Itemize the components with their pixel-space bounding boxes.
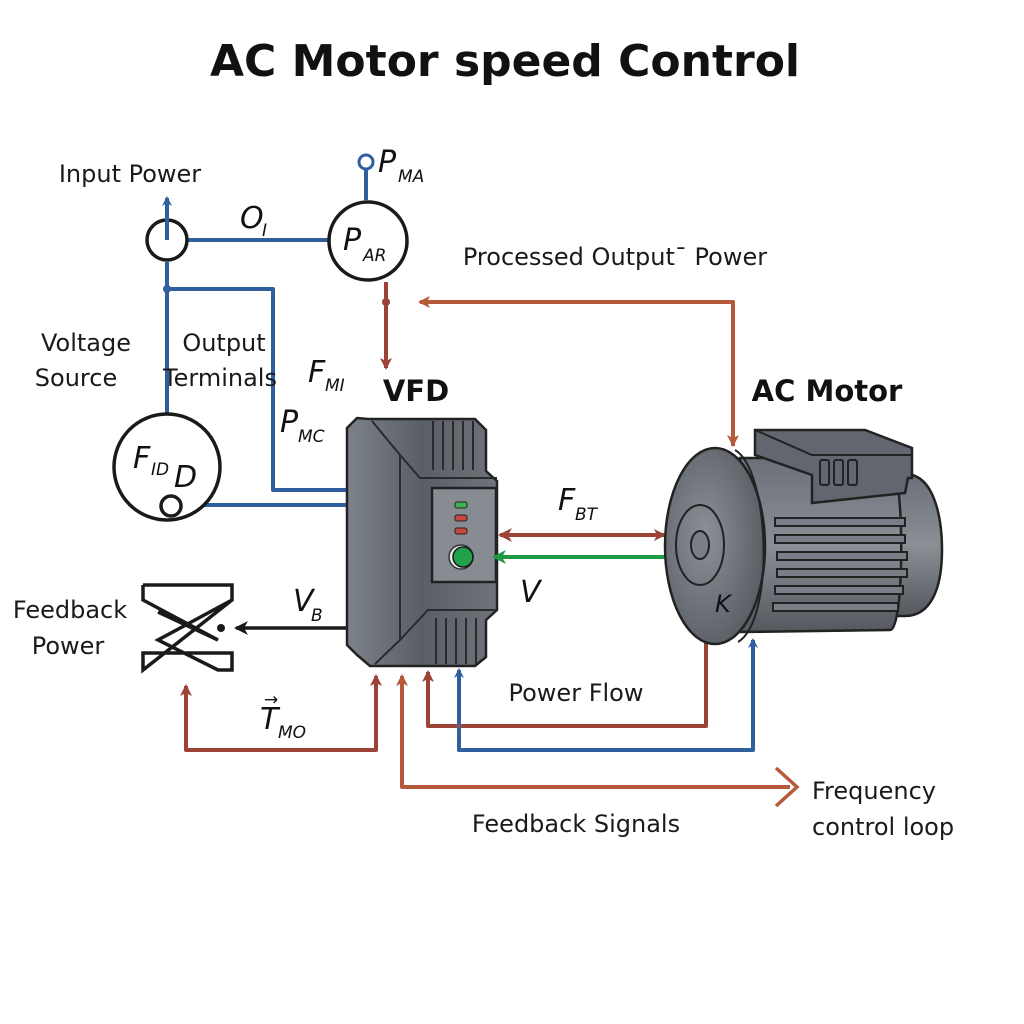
- frequency-loop-chevron: [774, 766, 800, 808]
- symbol-main: T: [260, 702, 281, 737]
- symbol-f-bt: F BT: [558, 483, 599, 525]
- symbol-sub: BT: [575, 505, 599, 525]
- frequency-loop-label-line1: Frequency: [812, 777, 936, 805]
- symbol-sub: ID: [151, 460, 169, 480]
- symbol-k: K: [715, 590, 733, 618]
- symbol-sub: B: [311, 606, 323, 626]
- symbol-sub: MI: [325, 376, 345, 396]
- symbol-main: F: [558, 483, 576, 518]
- motor-shaft-housing: [675, 504, 725, 586]
- vfd-led-red: [454, 514, 468, 522]
- vfd-led-red: [454, 527, 468, 535]
- output-terminals-line: [167, 287, 380, 495]
- symbol-main: P: [343, 223, 362, 258]
- symbol-f-id: F ID D: [133, 441, 197, 495]
- hourglass-outline: [141, 583, 234, 674]
- terminal-box-edge: [754, 429, 912, 456]
- vfd-body: [345, 416, 499, 668]
- symbol-p-ar: P AR: [343, 223, 386, 266]
- vfd-start-button[interactable]: [452, 546, 474, 568]
- motor-cooling-fins: [772, 517, 908, 612]
- voltage-source-label-line1: Voltage: [41, 329, 131, 357]
- symbol-v-b: V B: [293, 584, 323, 626]
- symbol-sub: MA: [398, 167, 424, 187]
- vfd-label: VFD: [383, 374, 449, 408]
- motor-shaft: [690, 530, 710, 560]
- power-flow-label: Power Flow: [509, 679, 644, 707]
- symbol-main: V: [520, 575, 543, 610]
- symbol-main: V: [293, 584, 316, 619]
- symbol-main: O: [240, 201, 264, 236]
- symbol-sub: MO: [278, 723, 306, 743]
- symbol-main: P: [378, 145, 397, 180]
- symbol-p-ma: P MA: [378, 145, 424, 187]
- symbol-o-i: O I: [240, 201, 267, 241]
- processed-output-power-label: Processed Outputˉ Power: [463, 243, 767, 271]
- ac-motor-label: AC Motor: [752, 374, 903, 408]
- symbol-main: F: [308, 355, 326, 390]
- vfd-bevel-top: [399, 454, 497, 479]
- symbol-main: K: [715, 590, 733, 618]
- symbol-p-mc: P MC: [280, 405, 325, 447]
- p-ar-node: [327, 200, 409, 282]
- vfd-bevel: [371, 420, 401, 665]
- terminal-slot: [833, 459, 844, 486]
- terminal-slot: [847, 459, 858, 486]
- symbol-v: V: [520, 575, 543, 610]
- vfd-bevel-bottom: [399, 609, 497, 641]
- vfd-led-green: [454, 501, 468, 509]
- input-power-label: Input Power: [59, 160, 201, 188]
- symbol-d: D: [174, 460, 197, 495]
- junction-dot: [382, 298, 390, 306]
- p-ma-terminal: [357, 153, 375, 171]
- feedback-power-label-line1: Feedback: [13, 596, 127, 624]
- end-shield-rim: [734, 449, 765, 643]
- vfd-heatsink-bottom: [435, 618, 477, 664]
- symbol-sub: MC: [298, 427, 325, 447]
- feedback-power-element: [141, 583, 234, 674]
- symbol-sub: AR: [362, 246, 386, 266]
- voltage-source-terminal: [159, 494, 183, 518]
- symbol-f-mi: F MI: [308, 355, 345, 396]
- processed-output-wiring: [380, 282, 739, 447]
- symbol-vector-arrow: →: [264, 690, 278, 710]
- hourglass-cross: [141, 585, 219, 642]
- symbol-main: F: [133, 441, 151, 476]
- voltage-source-label-line2: Source: [35, 364, 117, 392]
- terminal-slot: [819, 459, 830, 486]
- symbol-sub: I: [262, 221, 267, 241]
- vfd-device: [345, 416, 499, 668]
- vfd-heatsink-top: [432, 421, 474, 470]
- voltage-source: [112, 412, 222, 522]
- feedback-node-dot: [217, 624, 225, 632]
- output-terminals-label-line2: Terminals: [162, 364, 277, 392]
- feedback-signals-label: Feedback Signals: [472, 810, 680, 838]
- ac-motor: [663, 428, 944, 646]
- feedback-power-label-line2: Power: [32, 632, 105, 660]
- diagram-title: AC Motor speed Control: [210, 36, 800, 87]
- motor-end-shield: [663, 446, 767, 646]
- symbol-t-mo: → T MO: [260, 690, 306, 743]
- symbol-main: P: [280, 405, 299, 440]
- frequency-loop-label-line2: control loop: [812, 813, 954, 841]
- output-terminals-label-line1: Output: [182, 329, 265, 357]
- crossing-dot: [456, 723, 462, 729]
